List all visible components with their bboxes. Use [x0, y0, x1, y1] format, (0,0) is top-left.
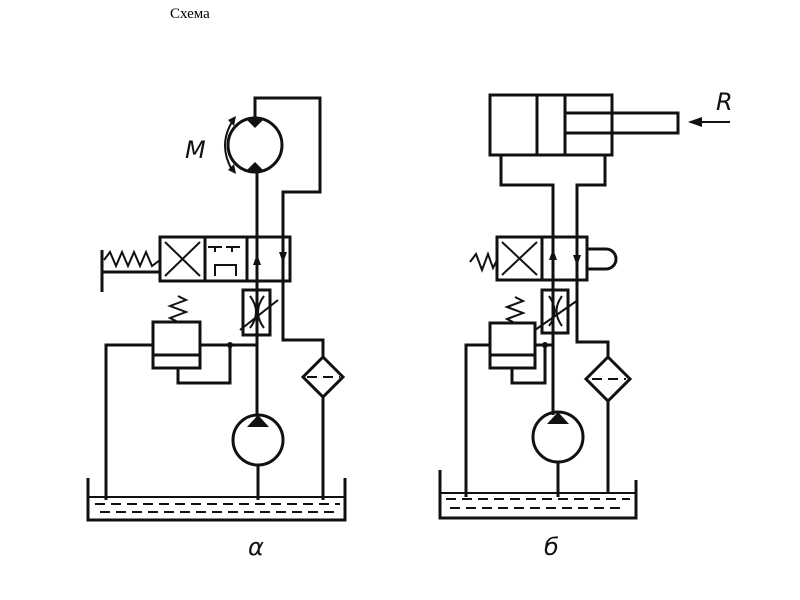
- hydraulic-motor: M: [185, 116, 284, 174]
- pump: [231, 413, 285, 467]
- tank: [86, 478, 347, 522]
- diagram-a: M: [86, 96, 347, 561]
- directional-valve: [158, 235, 292, 283]
- return-line: [253, 96, 325, 357]
- filter: [583, 354, 633, 493]
- throttle: [534, 288, 579, 335]
- pump: [531, 410, 585, 464]
- caption-b: б: [544, 533, 559, 561]
- throttle: [239, 288, 279, 337]
- slide-title: Схема: [170, 6, 210, 22]
- pressure-line: [255, 172, 260, 500]
- caption-a: α: [248, 533, 264, 561]
- tank: [438, 470, 638, 520]
- cylinder-lines: [499, 155, 610, 497]
- force-label: R: [716, 88, 733, 116]
- relief-valve: [464, 296, 553, 497]
- hydraulic-cylinder: [488, 93, 680, 157]
- directional-valve: [469, 235, 618, 282]
- external-force: R: [688, 88, 733, 127]
- filter: [300, 354, 346, 500]
- motor-label: M: [185, 136, 206, 164]
- valve-spring: [100, 249, 161, 292]
- relief-valve: [104, 295, 257, 500]
- diagram-b: R: [438, 88, 733, 561]
